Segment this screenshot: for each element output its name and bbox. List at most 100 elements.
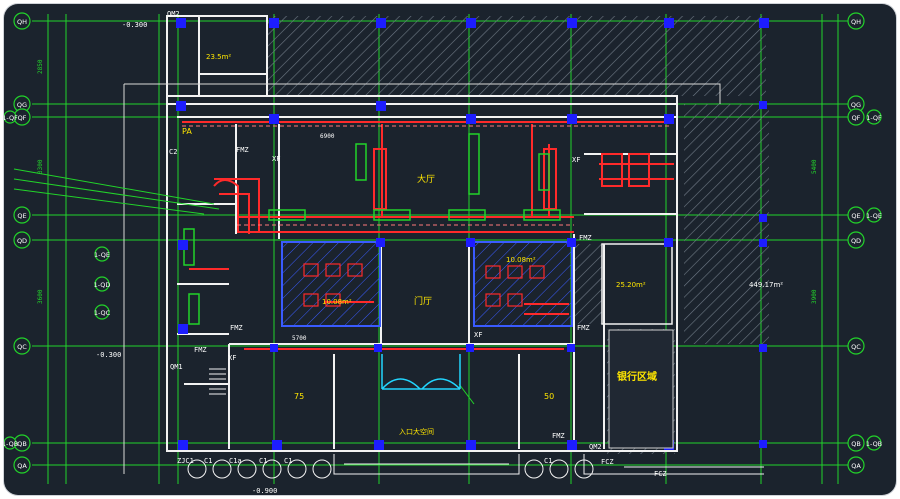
svg-text:QF: QF xyxy=(852,114,861,122)
dim-d7: 3900 xyxy=(811,289,818,304)
label-c1-3: C1 xyxy=(284,457,292,465)
svg-text:1-QC: 1-QC xyxy=(94,309,111,317)
level-bottom: -0.900 xyxy=(252,487,277,495)
axis-bubble-right-qc: QC xyxy=(847,337,865,355)
axis-bubble-left-ext-2: 1-QB xyxy=(4,436,18,450)
label-xf-1: XF xyxy=(272,155,280,163)
svg-text:1-QF: 1-QF xyxy=(866,114,882,122)
svg-text:QH: QH xyxy=(851,18,861,26)
svg-text:QG: QG xyxy=(17,101,27,109)
label-xf-3: XF xyxy=(474,331,482,339)
axis-bubble-left-qb: QB xyxy=(13,434,31,452)
axis-bubble-right-qa: QA xyxy=(847,456,865,474)
duct-rooms xyxy=(281,241,673,327)
axis-bubble-right-ext-3: 1-QB xyxy=(866,435,882,451)
svg-text:QH: QH xyxy=(17,18,27,26)
label-qm2-bottom: QM2 xyxy=(589,443,602,451)
label-c1-1: C1 xyxy=(204,457,212,465)
label-fmz-2: FMZ xyxy=(194,346,207,354)
dim-d3: 2850 xyxy=(37,59,44,74)
axis-bubble-left-qd: QD xyxy=(13,231,31,249)
label-fmz-5: FMZ xyxy=(577,324,590,332)
duct-centerlines xyxy=(182,125,672,226)
dim-d6: 5400 xyxy=(811,159,818,174)
axis-bubble-left-qc: QC xyxy=(13,337,31,355)
svg-text:QB: QB xyxy=(851,440,861,448)
svg-text:1-QB: 1-QB xyxy=(866,440,882,448)
dim-d4: 3300 xyxy=(37,159,44,174)
label-c1a: C1a xyxy=(229,457,242,465)
svg-text:1-QD: 1-QD xyxy=(94,281,111,289)
bottom-outline xyxy=(333,454,764,475)
level-top: -0.300 xyxy=(122,21,147,29)
axis-bubble-right-qb: QB xyxy=(847,434,865,452)
axis-bubble-inner-1: 1-QD xyxy=(94,276,111,292)
dim-d5: 3600 xyxy=(37,289,44,304)
svg-text:QD: QD xyxy=(851,237,861,245)
axis-bubble-right-qd: QD xyxy=(847,231,865,249)
axis-bubble-right-qe: QE xyxy=(847,206,865,224)
axis-bubble-right-qf: QF xyxy=(847,108,865,126)
label-fmz-4: FMZ xyxy=(579,234,592,242)
axis-bubble-left-qa: QA xyxy=(13,456,31,474)
svg-text:QD: QD xyxy=(17,237,27,245)
level-left: -0.300 xyxy=(96,351,121,359)
label-c2: C2 xyxy=(169,148,177,156)
cad-viewport[interactable]: QH QG QF QE QD QC QB QA 1-QF 1-QB QH QG QF QE QD QC QB Q… xyxy=(4,4,896,495)
area-top: 23.5m² xyxy=(206,53,231,61)
area-far-right: 449.17m² xyxy=(749,281,783,289)
area-center-room: 10.08m² xyxy=(506,256,536,264)
svg-text:QA: QA xyxy=(851,462,861,470)
leader-lines xyxy=(13,168,475,405)
dim-d1: 6900 xyxy=(320,133,335,140)
axis-bubble-right-ext-2: 1-QE xyxy=(866,207,882,223)
room-label-entrance: 入口大空间 xyxy=(399,427,434,436)
label-fcz-2: FCZ xyxy=(654,470,667,478)
svg-text:QE: QE xyxy=(17,212,26,220)
stairs xyxy=(209,368,226,395)
label-fmz-1: FMZ xyxy=(236,146,249,154)
label-zjc1: ZJC1 xyxy=(177,457,194,465)
label-qm2-top: QM2 xyxy=(167,10,180,18)
capacity-left: 75 xyxy=(294,392,304,401)
walls xyxy=(166,15,678,452)
axis-bubble-left-qh: QH xyxy=(13,12,31,30)
svg-text:1-QE: 1-QE xyxy=(94,251,110,259)
svg-text:QA: QA xyxy=(17,462,27,470)
axis-bubbles-inner: 1-QE 1-QD 1-QC xyxy=(94,246,111,320)
hvac-ducts xyxy=(182,121,674,350)
floor-plan-drawing[interactable]: QH QG QF QE QD QC QB QA 1-QF 1-QB QH QG QF QE QD QC QB Q… xyxy=(4,4,896,495)
axis-bubble-left-ext-1: 1-QF xyxy=(4,110,18,124)
svg-text:1-QF: 1-QF xyxy=(4,114,18,122)
capacity-right: 50 xyxy=(544,392,554,401)
label-c1-4: C1 xyxy=(544,457,552,465)
hatched-zones xyxy=(266,16,769,454)
label-fmz-3: FMZ xyxy=(230,324,243,332)
entrance-doors xyxy=(381,354,461,390)
pa-label: PA xyxy=(182,127,192,136)
planters xyxy=(187,459,594,479)
room-label-hall: 大厅 xyxy=(417,173,435,185)
columns xyxy=(176,18,769,450)
room-label-vestibule: 门厅 xyxy=(414,295,432,307)
area-left-room: 10.08m² xyxy=(322,298,352,306)
label-qm1: QM1 xyxy=(170,363,183,371)
svg-text:1-QB: 1-QB xyxy=(4,440,18,448)
bank-area-panel xyxy=(608,329,674,449)
outline xyxy=(123,83,721,474)
svg-text:QE: QE xyxy=(851,212,860,220)
label-c1-2: C1 xyxy=(259,457,267,465)
svg-text:QF: QF xyxy=(18,114,27,122)
equipment-boxes xyxy=(303,263,545,307)
room-label-bank-area: 银行区域 xyxy=(617,370,657,383)
svg-text:QC: QC xyxy=(851,343,861,351)
axis-bubble-inner-0: 1-QE xyxy=(94,246,110,262)
area-right-room: 25.20m² xyxy=(616,281,646,289)
label-fmz-6: FMZ xyxy=(552,432,565,440)
svg-text:QB: QB xyxy=(17,440,27,448)
dim-d2: 5700 xyxy=(292,335,307,342)
svg-text:QG: QG xyxy=(851,101,861,109)
svg-text:1-QE: 1-QE xyxy=(866,212,882,220)
axis-bubble-right-qh: QH xyxy=(847,12,865,30)
label-xf-2: XF xyxy=(228,354,236,362)
